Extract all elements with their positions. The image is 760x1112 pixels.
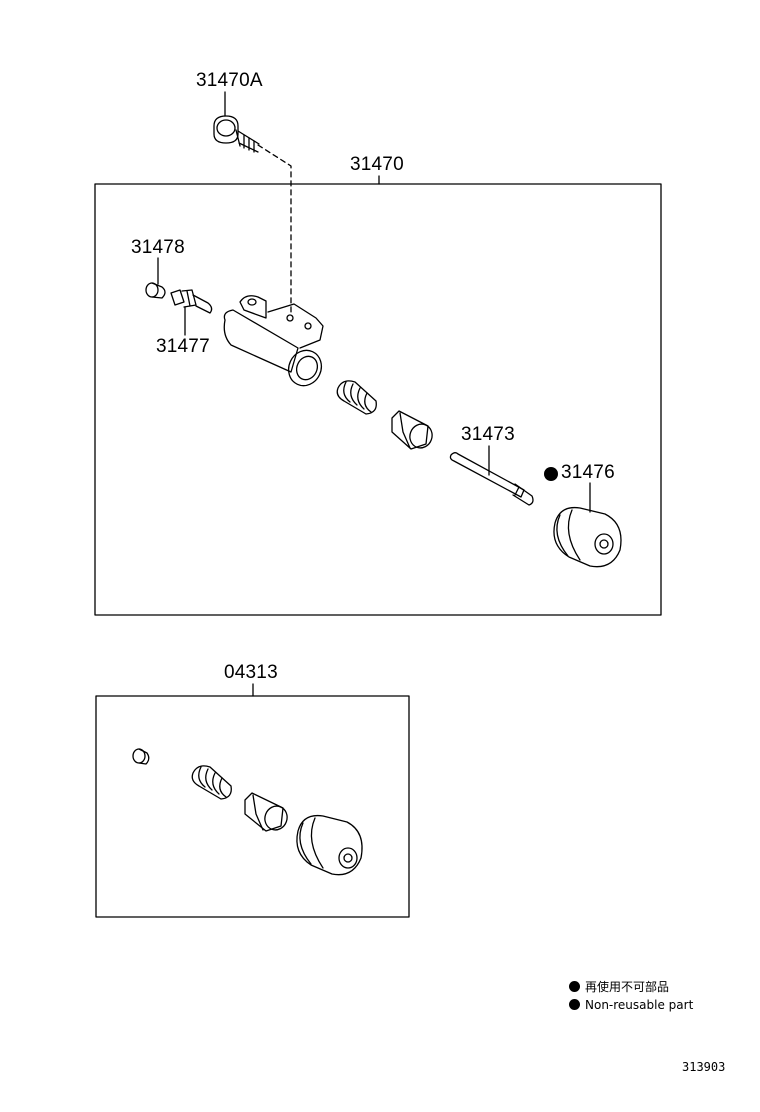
piston [391,410,433,450]
kit-boot [296,814,363,876]
release-cylinder-body [223,295,324,387]
bolt-dashed-leader [257,144,292,316]
kit-cap [132,748,150,765]
callout-31470A: 31470A [196,70,263,91]
non-reusable-marker [544,467,558,481]
kit-boot-spring [191,765,232,800]
callout-31477: 31477 [156,336,210,357]
bleeder-cap-31478 [145,282,166,299]
bleeder-plug-31477 [170,289,213,314]
legend-text-jp: 再使用不可部品 [585,980,670,994]
non-reusable-dot-icon [569,981,580,992]
push-rod-31473 [449,452,534,506]
callout-31476: 31476 [561,462,615,483]
callout-04313: 04313 [224,662,278,683]
non-reusable-dot-icon [569,999,580,1010]
bolt-31470A [213,115,260,153]
figure-code: 313903 [682,1060,726,1074]
kit-frame-04313 [95,695,410,918]
boot-31476 [553,506,622,568]
boot-spring [336,380,377,415]
legend-text-en: Non-reusable part [585,998,694,1012]
callout-31473: 31473 [461,424,515,445]
legend-row-en: Non-reusable part [569,998,693,1012]
legend-row-jp: 再使用不可部品 [569,978,669,995]
callout-31478: 31478 [131,237,185,258]
assembly-frame-31470 [94,183,662,616]
callout-31470: 31470 [350,154,404,175]
kit-piston [244,792,288,832]
